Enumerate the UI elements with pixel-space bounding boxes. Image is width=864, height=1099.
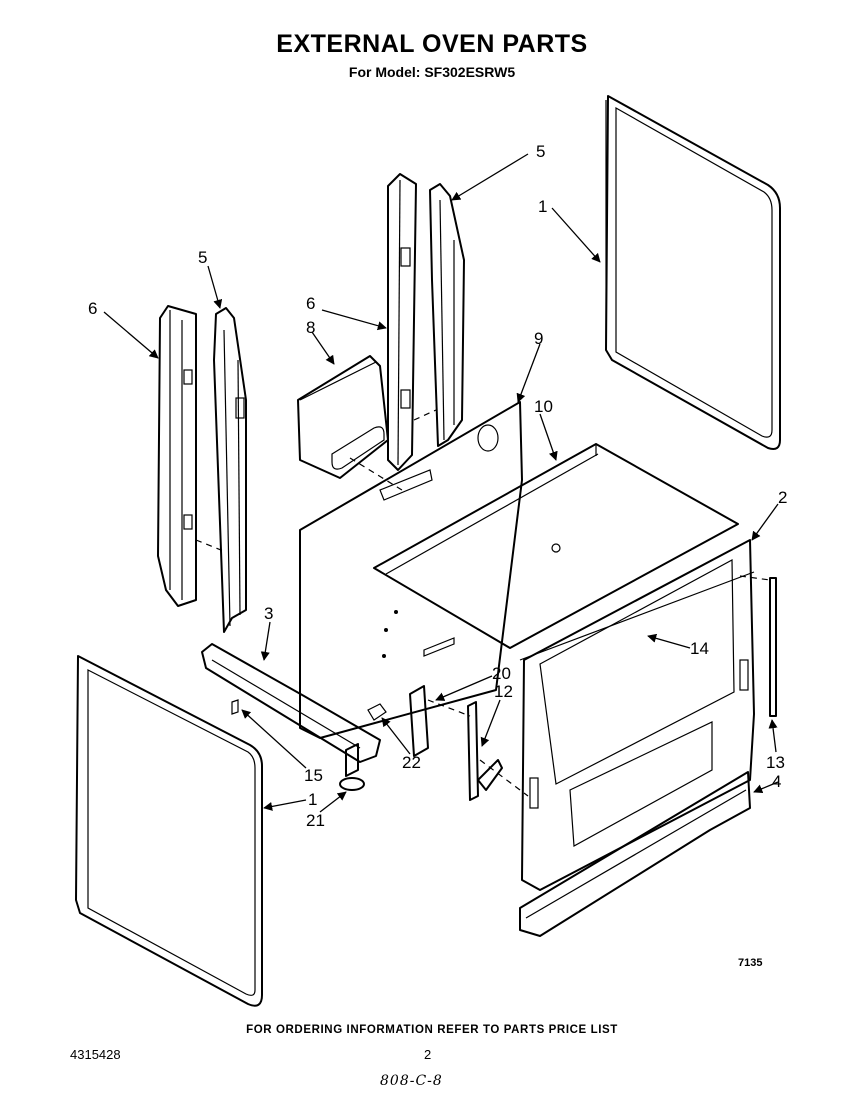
callout-10: 10 — [534, 397, 553, 416]
model-subtitle: For Model: SF302ESRW5 — [348, 64, 516, 80]
callout-1-bottom: 1 — [308, 790, 317, 809]
support-rail-center — [429, 183, 465, 447]
side-panel-right — [605, 95, 781, 450]
rear-panel — [299, 401, 523, 739]
callout-20: 20 — [492, 664, 511, 683]
callout-labels: 5 1 5 6 6 8 9 10 2 3 14 20 12 13 4 22 15… — [88, 142, 787, 830]
callout-22: 22 — [402, 753, 421, 772]
callout-13: 13 — [766, 753, 785, 772]
callout-12: 12 — [494, 682, 513, 701]
document-number: 4315428 — [70, 1047, 121, 1062]
callout-21: 21 — [306, 811, 325, 830]
support-rail-left — [213, 307, 247, 633]
trim-strip — [519, 571, 755, 661]
callout-6-center: 6 — [306, 294, 315, 313]
flue-duct — [297, 355, 389, 479]
callout-2: 2 — [778, 488, 787, 507]
figure-code: 7135 — [738, 957, 763, 969]
leader-lines — [103, 153, 779, 813]
callout-8: 8 — [306, 318, 315, 337]
hinge-12 — [467, 701, 503, 801]
callout-4: 4 — [772, 772, 781, 791]
screw-15 — [231, 699, 239, 715]
callout-14: 14 — [690, 639, 709, 658]
handwritten-note: 808-C-8 — [380, 1073, 443, 1089]
bottom-rail — [201, 643, 381, 763]
channel-left-outer — [157, 305, 197, 607]
callout-15: 15 — [304, 766, 323, 785]
callout-6-left: 6 — [88, 299, 97, 318]
ordering-note: FOR ORDERING INFORMATION REFER TO PARTS … — [246, 1024, 618, 1036]
callout-9: 9 — [534, 329, 543, 348]
bracket-20 — [409, 685, 429, 757]
side-panel-left — [75, 655, 263, 1007]
callout-5-left: 5 — [198, 248, 207, 267]
clip-22 — [367, 703, 387, 721]
channel-center — [387, 173, 417, 471]
front-frame — [521, 539, 755, 891]
callout-1-top: 1 — [538, 197, 547, 216]
callout-5-top: 5 — [536, 142, 545, 161]
page-number: 2 — [424, 1047, 432, 1062]
kick-plate — [519, 771, 751, 937]
page-title: EXTERNAL OVEN PARTS — [276, 30, 588, 58]
side-trim — [769, 577, 777, 717]
callout-3: 3 — [264, 604, 273, 623]
assembly-lines — [195, 409, 771, 797]
oven-top-panel — [373, 443, 739, 649]
leveling-leg-21 — [339, 743, 365, 791]
